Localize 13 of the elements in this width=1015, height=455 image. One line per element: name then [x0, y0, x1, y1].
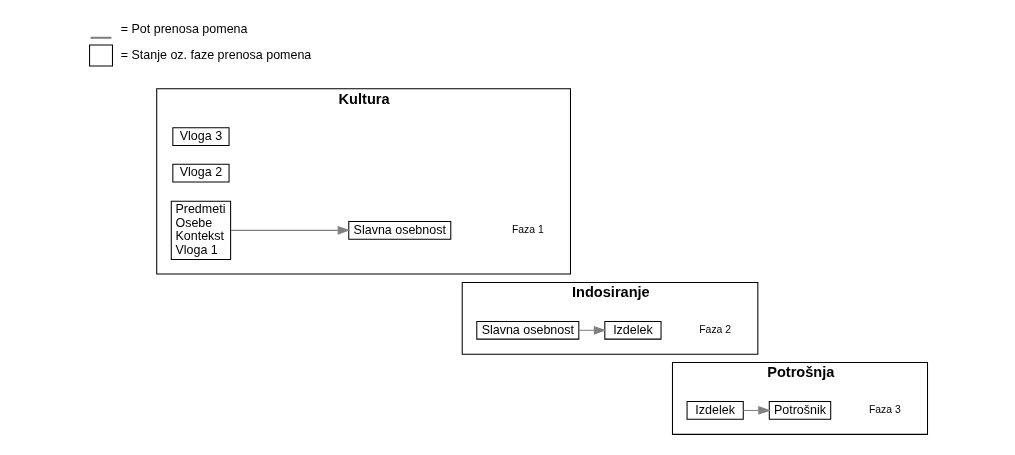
legend-label: = Pot prenosa pomena [120, 22, 248, 37]
arrow [578, 325, 607, 335]
node-box: Predmeti Osebe Kontekst Vloga 1 [170, 200, 232, 261]
legend-label: = Stanje oz. faze prenosa pomena [120, 47, 312, 62]
node-box: Vloga 2 [172, 163, 230, 183]
node-box: Slavna osebnost [476, 320, 580, 340]
node-box: Vloga 3 [172, 127, 230, 147]
node-box: Izdelek [686, 401, 744, 420]
node-box: Slavna osebnost [348, 221, 452, 240]
node-box: Izdelek [604, 320, 662, 340]
arrow [230, 226, 351, 235]
arrow [742, 406, 771, 415]
node-box: Potrošnik [768, 401, 832, 420]
